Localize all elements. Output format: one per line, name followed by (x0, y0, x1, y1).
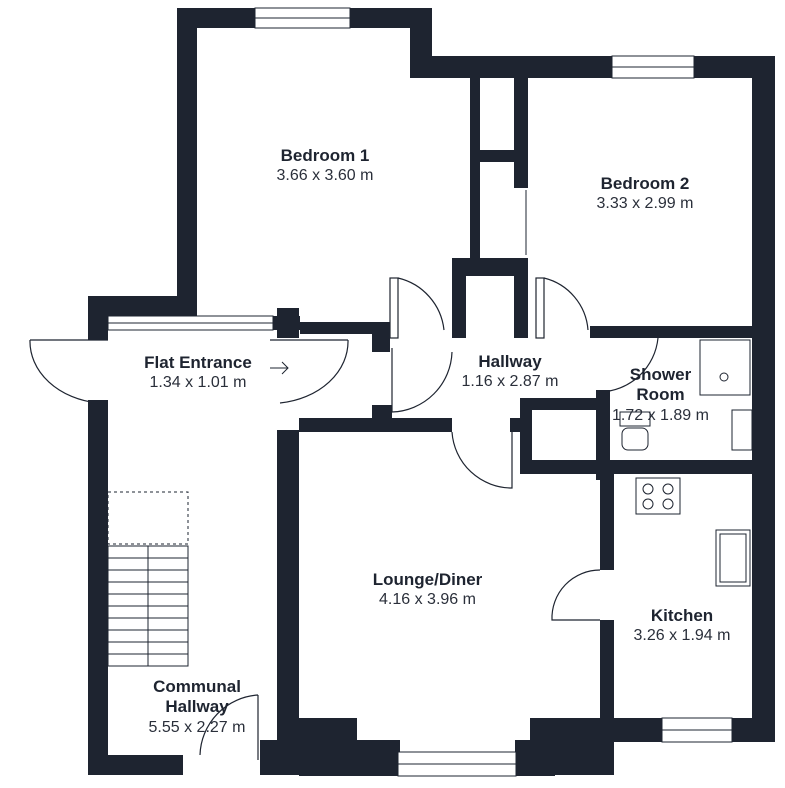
entrance-door-left (29, 339, 108, 404)
room-name: Bedroom 2 (600, 174, 690, 193)
room-bedroom1: Bedroom 1 3.66 x 3.60 m (240, 146, 410, 186)
room-lounge-diner: Lounge/Diner 4.16 x 3.96 m (340, 570, 515, 610)
arrow-right-icon (270, 361, 289, 375)
doors (29, 85, 659, 760)
stairs-icon (107, 491, 189, 667)
hallway-door (391, 348, 453, 413)
room-name: Communal Hallway (153, 677, 241, 717)
sink-icon (715, 529, 751, 587)
room-communal-hallway: Communal Hallway 5.55 x 2.27 m (122, 677, 272, 737)
communal-door (199, 694, 259, 760)
room-dimensions: 4.16 x 3.96 m (379, 591, 476, 609)
room-name: Lounge/Diner (372, 570, 483, 589)
room-dimensions: 3.66 x 3.60 m (276, 167, 374, 185)
room-name: Kitchen (650, 606, 714, 625)
lounge-door (451, 431, 513, 489)
room-dimensions: 1.16 x 2.87 m (461, 373, 559, 391)
room-name: Shower Room (629, 365, 692, 405)
room-dimensions: 1.72 x 1.89 m (612, 406, 709, 424)
room-flat-entrance: Flat Entrance 1.34 x 1.01 m (118, 353, 278, 393)
room-dimensions: 1.34 x 1.01 m (149, 374, 247, 392)
entrance-door-right (270, 339, 349, 404)
room-kitchen: Kitchen 3.26 x 1.94 m (602, 606, 762, 646)
room-dimensions: 5.55 x 2.27 m (148, 718, 246, 736)
windows (107, 7, 733, 777)
bedroom1-door-leaf (389, 277, 399, 339)
room-bedroom2: Bedroom 2 3.33 x 2.99 m (560, 174, 730, 214)
room-dimensions: 3.33 x 2.99 m (596, 195, 694, 213)
room-hallway: Hallway 1.16 x 2.87 m (430, 352, 590, 392)
kitchen-door (551, 569, 601, 621)
room-name: Flat Entrance (144, 353, 252, 372)
toilet-icon (619, 411, 651, 451)
basin-icon (731, 409, 753, 451)
hob-icon (635, 477, 681, 515)
fixtures (107, 339, 753, 667)
room-name: Bedroom 1 (280, 146, 370, 165)
room-shower: Shower Room 1.72 x 1.89 m (598, 365, 723, 425)
room-name: Hallway (478, 352, 542, 371)
bedroom2-door-leaf (535, 277, 545, 339)
room-dimensions: 3.26 x 1.94 m (633, 627, 731, 645)
shower-door (599, 337, 659, 393)
shower-tray-icon (699, 339, 751, 396)
